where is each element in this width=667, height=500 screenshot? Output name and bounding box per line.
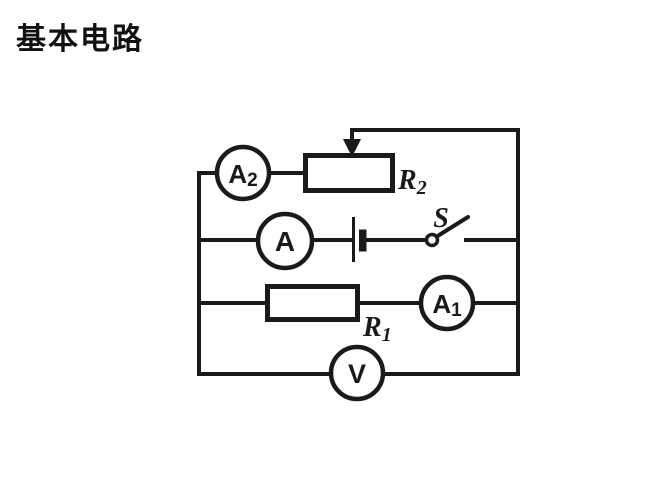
- ammeter-a2-label: A2: [228, 159, 257, 191]
- ammeter-a1-body: [418, 274, 476, 332]
- resistor-r1: R1: [265, 284, 392, 346]
- ammeter-a: A: [255, 211, 315, 271]
- ammeter-a1-sub: 1: [451, 300, 462, 321]
- page-title: 基本电路: [16, 23, 144, 56]
- voltmeter-v-label: V: [348, 359, 366, 389]
- ammeter-a2: A2: [214, 144, 272, 202]
- wire-top-right: [350, 128, 520, 376]
- switch-pivot: [424, 232, 440, 248]
- rheostat-label: R2: [397, 165, 427, 199]
- battery-cell: [352, 217, 367, 262]
- ammeter-a-body: [255, 211, 315, 271]
- rheostat-body: [303, 153, 395, 193]
- rheostat-label-sub: 2: [416, 177, 427, 199]
- ammeter-a1: A1: [418, 274, 476, 332]
- ammeter-a2-letter: A: [228, 159, 247, 189]
- ammeter-a1-label: A1: [432, 289, 462, 321]
- switch-s: S: [424, 203, 470, 248]
- resistor-label-letter: R: [362, 312, 382, 343]
- ammeter-a2-sub: 2: [247, 170, 258, 191]
- ammeter-a2-body: [214, 144, 272, 202]
- battery-short-plate: [359, 229, 367, 252]
- switch-label: S: [433, 203, 449, 234]
- ammeter-a-label: A: [275, 226, 295, 257]
- ammeter-a1-letter: A: [432, 289, 451, 319]
- resistor-body: [265, 284, 360, 322]
- resistor-label-sub: 1: [382, 324, 392, 346]
- switch-lever: [434, 215, 470, 239]
- voltmeter-v-body: [328, 344, 386, 402]
- slider-arrow-icon: [343, 139, 361, 157]
- voltmeter-v: V: [328, 344, 386, 402]
- rheostat-label-letter: R: [397, 165, 417, 196]
- rheostat-r2: R2: [303, 139, 427, 199]
- resistor-label: R1: [362, 312, 392, 346]
